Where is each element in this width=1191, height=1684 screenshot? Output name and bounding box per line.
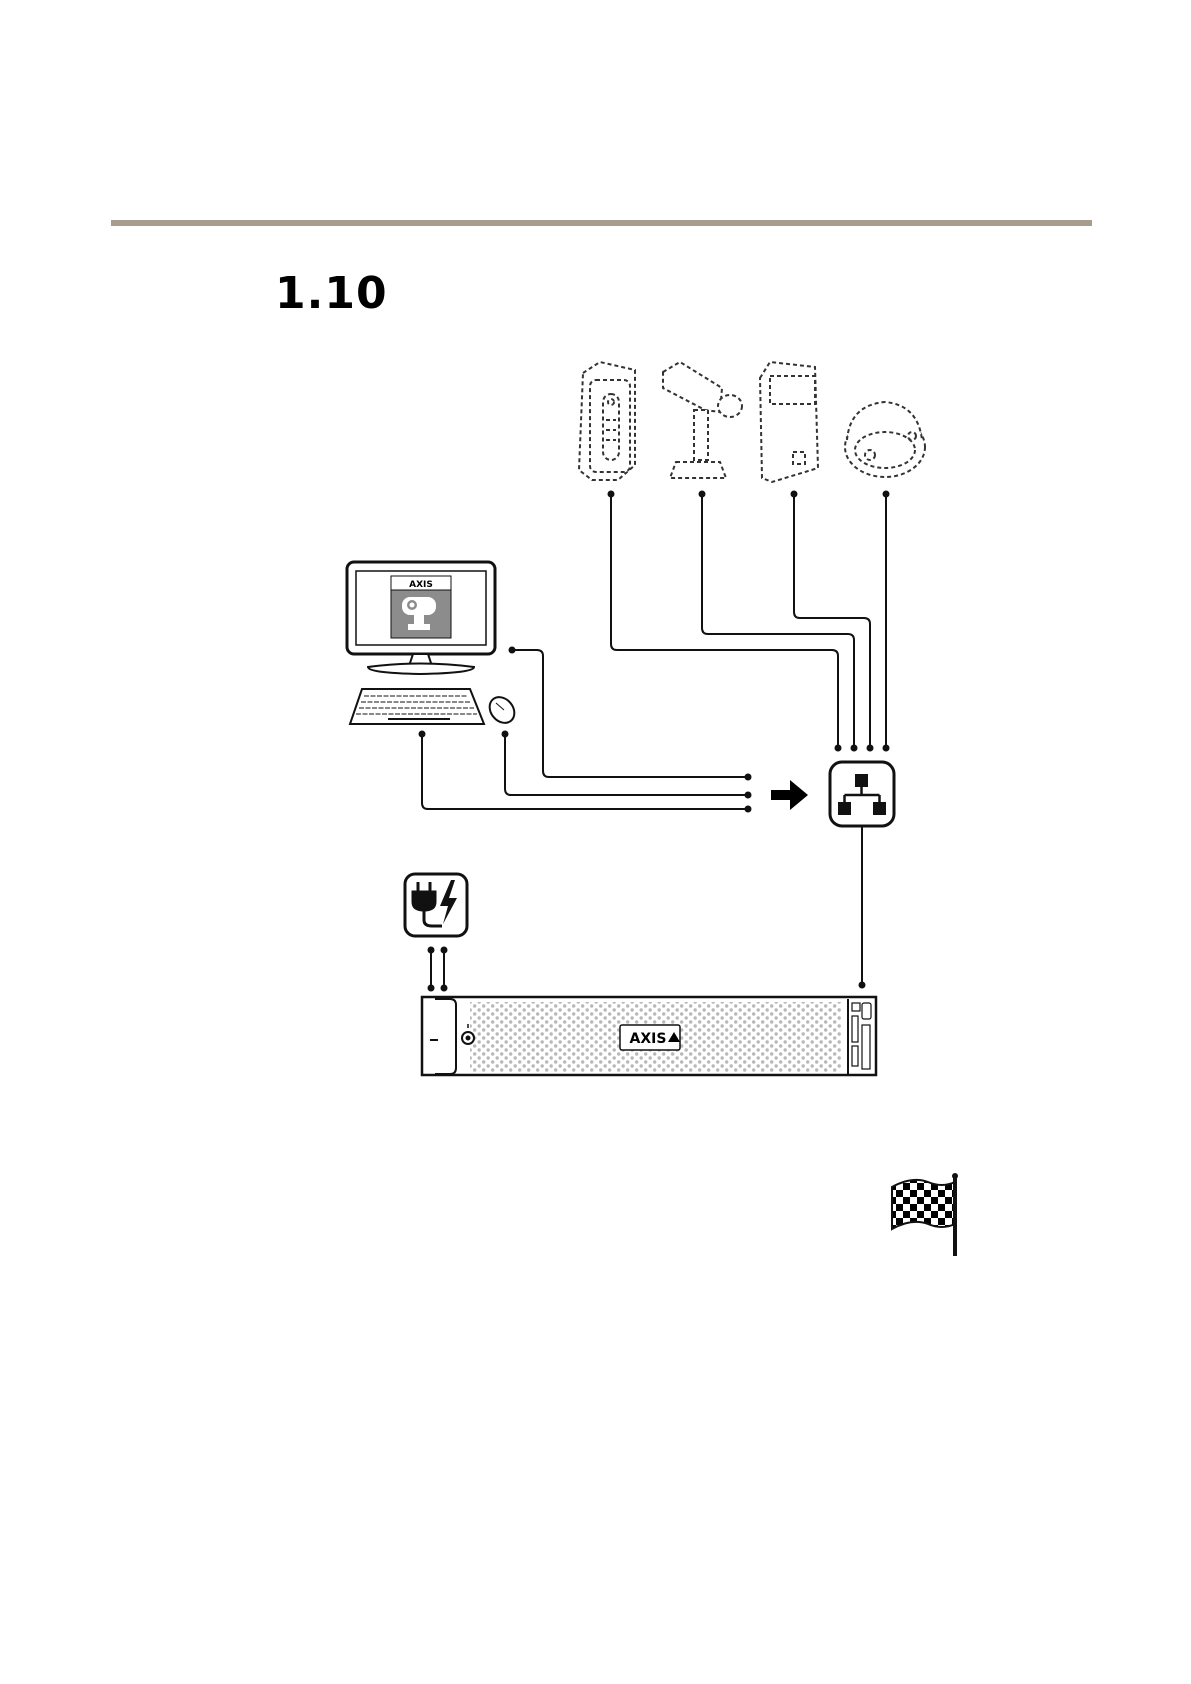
monitor-logo: AXIS bbox=[409, 580, 433, 590]
computer-cables bbox=[422, 650, 748, 809]
network-switch-icon bbox=[830, 762, 894, 826]
bullet-camera-icon bbox=[663, 362, 742, 478]
checkered-flag-icon bbox=[892, 1173, 958, 1256]
box-camera-icon bbox=[760, 362, 818, 482]
computer-monitor-icon: AXIS bbox=[347, 562, 495, 674]
arrow-right-icon bbox=[771, 780, 808, 810]
mouse-icon bbox=[485, 692, 520, 728]
recorder-icon: AXIS bbox=[422, 997, 876, 1075]
door-station-icon bbox=[579, 362, 635, 480]
keyboard-icon bbox=[350, 689, 484, 724]
recorder-logo: AXIS bbox=[630, 1031, 667, 1047]
power-supply-icon bbox=[405, 874, 467, 936]
computer-cable-ends bbox=[419, 647, 752, 813]
dome-camera-icon bbox=[845, 402, 925, 477]
power-cables bbox=[431, 950, 444, 988]
camera-cable-ends bbox=[608, 491, 890, 989]
camera-cables bbox=[611, 494, 886, 985]
